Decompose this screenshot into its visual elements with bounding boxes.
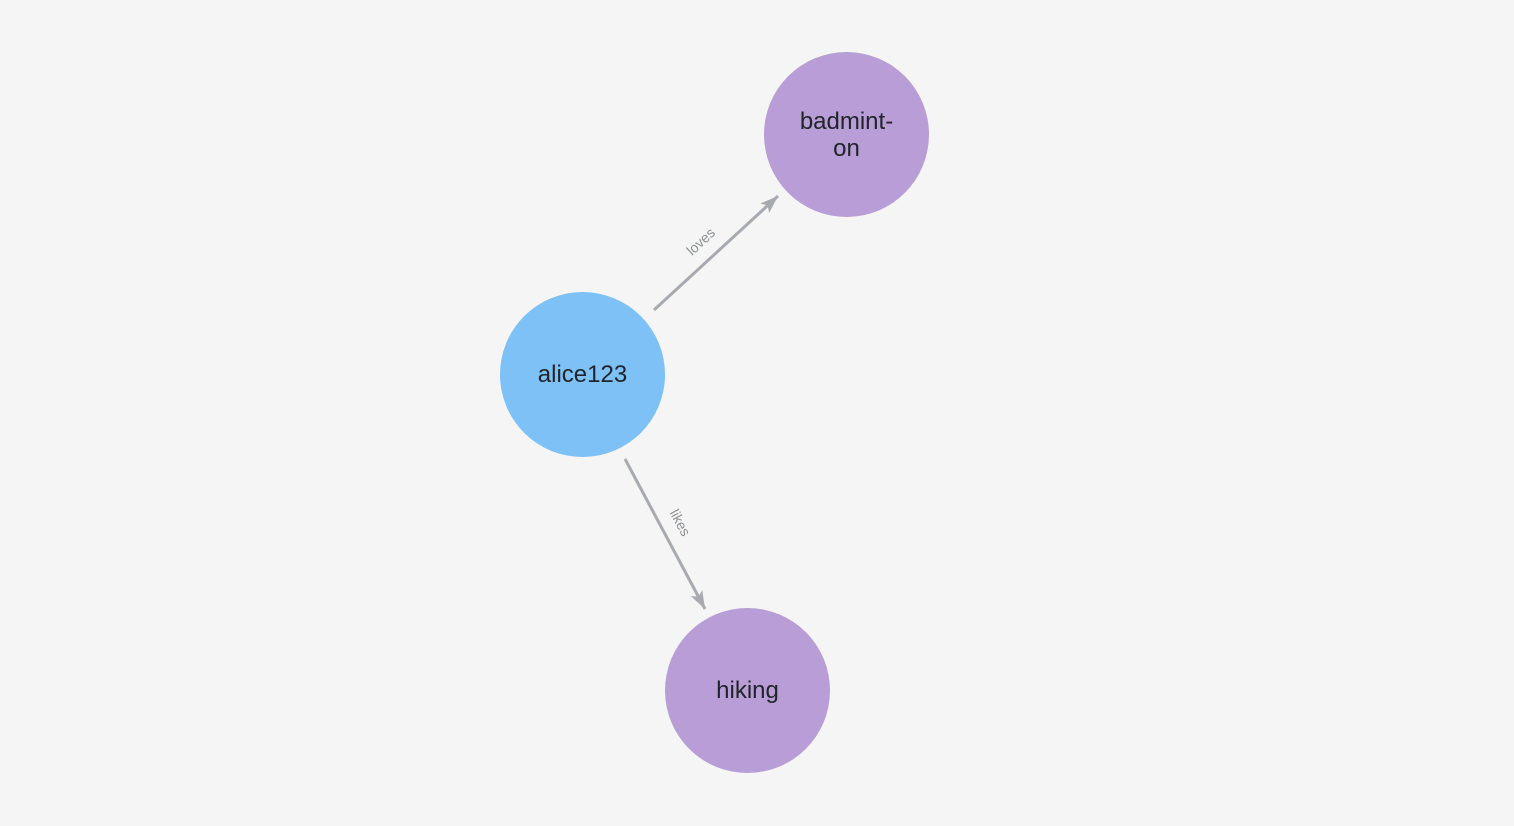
node-alice123[interactable]: alice123 <box>500 292 665 457</box>
node-label-line: hiking <box>716 677 779 704</box>
edge-loves-label: loves <box>683 224 718 258</box>
node-hiking-label: hiking <box>716 677 779 704</box>
node-hiking[interactable]: hiking <box>665 608 830 773</box>
node-alice123-label: alice123 <box>538 361 627 388</box>
edge-loves-line[interactable] <box>652 194 780 312</box>
edge-likes: likes <box>623 458 707 610</box>
node-label-line: on <box>833 134 860 162</box>
edge-loves: loves <box>652 194 780 312</box>
node-badminton-label: badmint- on <box>800 108 893 162</box>
edge-likes-line[interactable] <box>623 458 707 610</box>
node-label-line: badmint- <box>799 107 894 135</box>
node-badminton[interactable]: badmint- on <box>764 52 929 217</box>
node-label-line: alice123 <box>537 361 628 388</box>
edge-likes-label: likes <box>667 507 694 539</box>
